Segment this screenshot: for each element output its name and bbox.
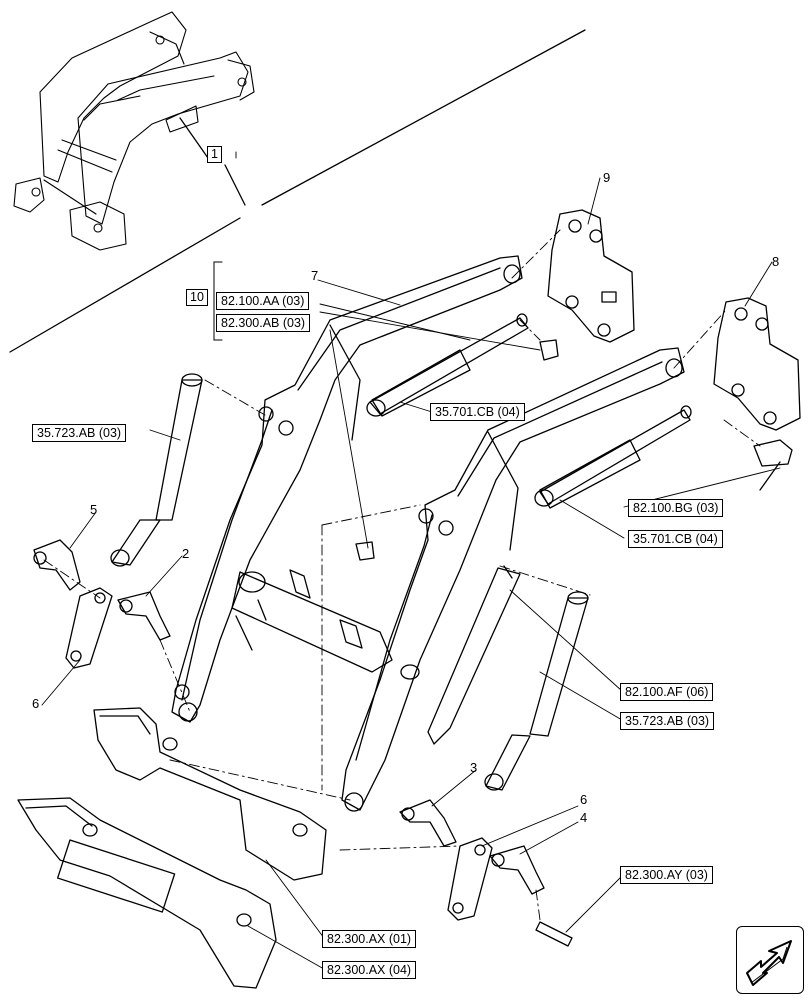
right-vertical-cylinder xyxy=(484,591,589,791)
cross-tube xyxy=(231,569,393,673)
pin-82100BG xyxy=(753,439,793,491)
ref-82-300-AX-01[interactable]: 82.300.AX (01) xyxy=(322,930,417,948)
link-6-right xyxy=(447,837,493,921)
callout-9: 9 xyxy=(603,170,611,185)
ref-82-100-AA[interactable]: 82.100.AA (03) xyxy=(216,292,310,310)
link-5 xyxy=(33,539,81,591)
ref-82-100-BG[interactable]: 82.100.BG (03) xyxy=(628,499,724,517)
bushings xyxy=(355,339,559,561)
left-boom-arm xyxy=(171,255,523,723)
callout-10-bracket xyxy=(213,261,223,341)
right-hydraulic-cylinder xyxy=(534,405,692,509)
link-2 xyxy=(117,591,171,641)
link-4 xyxy=(489,845,545,895)
assembly-guide-lines xyxy=(43,229,761,921)
bracket-9 xyxy=(547,209,635,343)
callout-3: 3 xyxy=(470,760,478,775)
ref-35-723-AB-right[interactable]: 35.723.AB (03) xyxy=(620,712,715,730)
ref-82-300-AB[interactable]: 82.300.AB (03) xyxy=(216,314,311,332)
next-page-arrow-icon[interactable] xyxy=(736,926,804,994)
callout-1-leader xyxy=(179,117,246,206)
callout-1: 1 xyxy=(207,146,222,163)
separator-line xyxy=(9,29,586,353)
callout-5: 5 xyxy=(90,502,98,517)
ref-82-300-AY[interactable]: 82.300.AY (03) xyxy=(620,866,713,884)
top-hydraulic-cylinder xyxy=(366,313,529,417)
callout-6-left: 6 xyxy=(32,696,40,711)
ref-35-723-AB-left[interactable]: 35.723.AB (03) xyxy=(32,424,127,442)
mounting-frame-04 xyxy=(17,797,277,989)
callout-2: 2 xyxy=(182,546,190,561)
leader-lines xyxy=(41,151,781,970)
right-boom-arm xyxy=(341,347,685,812)
link-3 xyxy=(399,799,457,847)
callout-8: 8 xyxy=(772,254,780,269)
leveling-rod xyxy=(427,565,521,745)
left-vertical-cylinder xyxy=(110,373,203,567)
callout-6-right: 6 xyxy=(580,792,588,807)
bracket-8 xyxy=(713,297,801,431)
callout-4: 4 xyxy=(580,810,588,825)
mounting-frame-01 xyxy=(93,707,327,881)
small-pin xyxy=(535,921,573,947)
ref-82-300-AX-04[interactable]: 82.300.AX (04) xyxy=(322,961,417,979)
callout-10: 10 xyxy=(186,289,208,306)
ref-35-701-CB-right[interactable]: 35.701.CB (04) xyxy=(628,530,723,548)
overview-loader-assembly xyxy=(13,11,255,251)
ref-82-100-AF[interactable]: 82.100.AF (06) xyxy=(620,683,714,701)
ref-35-701-CB-top[interactable]: 35.701.CB (04) xyxy=(430,403,525,421)
callout-7: 7 xyxy=(311,268,319,283)
link-6-left xyxy=(65,587,113,669)
